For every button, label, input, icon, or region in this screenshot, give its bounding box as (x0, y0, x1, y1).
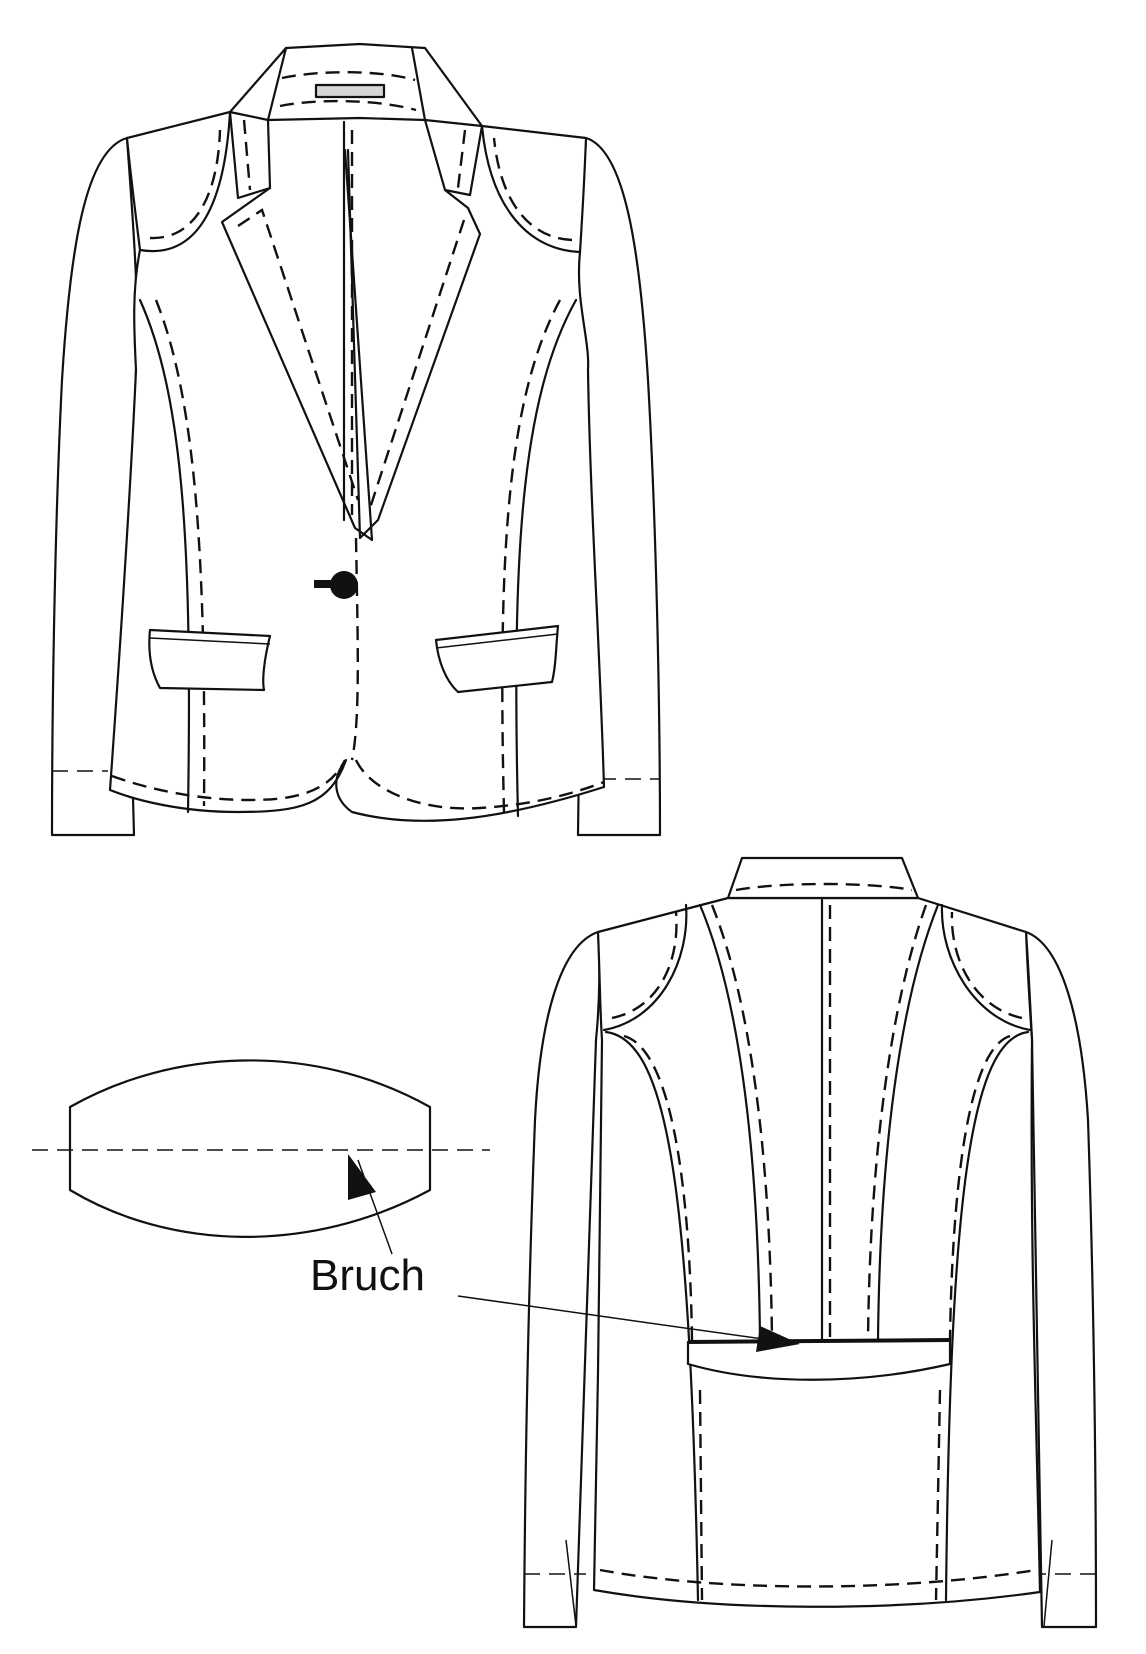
fold-label: Bruch (310, 1251, 425, 1300)
back-right-armhole (940, 903, 1032, 1032)
back-half-belt (686, 1338, 952, 1381)
back-collar (726, 856, 920, 900)
front-right-lapel (346, 148, 482, 540)
front-collar-stand (266, 46, 427, 122)
front-right-princess-stitch (501, 299, 562, 813)
fold-arrowhead-2 (756, 1326, 800, 1352)
back-right-lower-stitch (934, 1389, 942, 1601)
front-left-armhole (138, 110, 232, 253)
front-left-princess-stitch (154, 299, 206, 807)
detail-piece-outline (68, 1059, 432, 1238)
button (330, 571, 358, 599)
back-belt-fold-edge (687, 1338, 951, 1344)
front-button-band-stitch (350, 537, 359, 761)
back-collar-stitch (735, 882, 913, 892)
front-collar-stitch-1 (281, 71, 416, 82)
front-left-hem-stitch (111, 759, 347, 802)
front-left-lapel-stitch (237, 208, 360, 501)
front-collar-stitch-2 (279, 99, 417, 112)
front-right-notch (423, 118, 484, 197)
back-right-sleeve-vent (1043, 1539, 1053, 1627)
fold-annotation: Bruch (310, 1154, 800, 1352)
front-left-pocket-flap (148, 628, 272, 692)
back-right-panel-stitch (866, 904, 928, 1341)
back-left-side-stitch (623, 1034, 694, 1341)
back-right-side-seam (944, 1030, 1030, 1602)
front-right-princess-seam (515, 298, 578, 818)
front-left-lapel (220, 148, 374, 542)
front-left-collar-edge-stitch (242, 119, 252, 191)
jacket-front-view (50, 42, 662, 837)
front-left-pocket-welt (149, 637, 271, 645)
back-hem-stitch (599, 1568, 1037, 1588)
buttonhole (314, 580, 334, 588)
front-right-pocket-flap (434, 624, 560, 694)
fold-arrowhead-1 (348, 1154, 376, 1200)
back-left-side-seam (604, 1030, 700, 1602)
back-left-armhole (602, 903, 688, 1032)
half-belt-detail (32, 1059, 490, 1238)
back-right-panel-seam (876, 903, 940, 1342)
front-right-armhole (480, 124, 582, 254)
front-left-armhole-stitch (149, 129, 222, 240)
back-body-outline (592, 896, 1042, 1608)
front-right-collar-edge-stitch (456, 129, 467, 189)
back-left-panel-seam (698, 903, 762, 1342)
front-right-armhole-stitch (492, 137, 573, 242)
front-left-notch (228, 110, 272, 200)
front-right-lapel-stitch (368, 219, 466, 509)
back-right-armhole-stitch (950, 911, 1023, 1020)
back-left-lower-stitch (698, 1389, 704, 1601)
front-right-hem-stitch (354, 759, 605, 810)
back-left-sleeve-vent (565, 1539, 577, 1627)
back-left-sleeve (522, 930, 601, 1629)
hanger-loop-label (314, 83, 386, 99)
back-left-panel-stitch (710, 904, 774, 1341)
back-right-side-stitch (948, 1034, 1011, 1341)
back-left-armhole-stitch (611, 911, 678, 1020)
fold-leader-line-2 (457, 1295, 771, 1341)
front-right-pocket-welt (435, 633, 559, 649)
jacket-back-view (522, 856, 1098, 1629)
front-left-princess-seam (138, 298, 191, 814)
